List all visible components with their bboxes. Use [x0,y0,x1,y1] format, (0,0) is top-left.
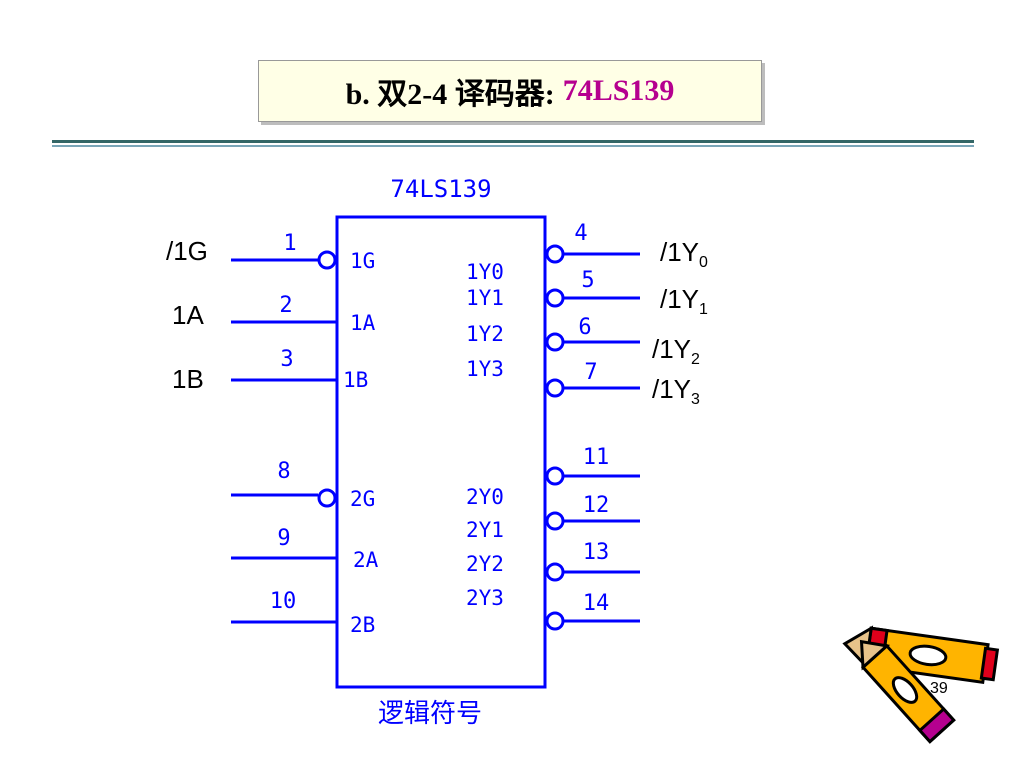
pin-5-inversion-bubble [545,288,565,308]
title-prefix: b. 双2-4 译码器: [345,78,555,111]
pin-10-number: 10 [270,589,297,614]
pin-11-inversion-bubble [545,466,565,486]
pin-7-number: 7 [584,360,597,385]
input-label-2g: 2G [350,487,375,511]
signal-label-1y0: /1Y0 [660,235,708,271]
pin-1-number: 1 [283,231,296,256]
pencil-icon [842,625,1000,744]
signal-label-1y3-base: /1Y [652,374,692,404]
pin-7-inversion-bubble [545,378,565,398]
output-label-1y1: 1Y1 [466,286,504,310]
pin-8-number: 8 [277,459,290,484]
diagram-caption: 逻辑符号 [378,699,482,729]
pin-5-number: 5 [581,268,594,293]
input-label-2b: 2B [350,613,375,637]
signal-label-1y2: /1Y2 [652,332,700,368]
page-number: 39 [930,680,948,697]
chip-name: 74LS139 [390,175,491,203]
pin-2-number: 2 [279,293,292,318]
input-label-1a: 1A [350,311,376,335]
pin-6-inversion-bubble [545,332,565,352]
pin-9-number: 9 [277,526,290,551]
signal-label-1y3: /1Y3 [652,372,700,408]
signal-label-1y1-base: /1Y [660,284,700,314]
signal-label-1y1-sub: 1 [699,301,708,318]
slide-title: b. 双2-4 译码器: 74LS139 [258,60,762,122]
input-label-1b: 1B [343,368,368,392]
output-label-2y2: 2Y2 [466,552,504,576]
pin-8-inversion-bubble [317,488,337,508]
pin-13-inversion-bubble [545,562,565,582]
pin-14-inversion-bubble [545,611,565,631]
output-label-2y3: 2Y3 [466,586,504,610]
pin-1-inversion-bubble [317,250,337,270]
chip-body [335,215,547,689]
pin-13-number: 13 [583,540,610,565]
pin-11-number: 11 [583,445,610,470]
signal-label-1y0-sub: 0 [699,254,708,271]
signal-label-1y2-base: /1Y [652,334,692,364]
pin-3-number: 3 [280,347,293,372]
output-label-2y1: 2Y1 [466,518,504,542]
output-label-1y3: 1Y3 [466,357,504,381]
signal-label-1b: 1B [172,364,204,394]
signal-label-1y0-base: /1Y [660,237,700,267]
signal-label-1y2-sub: 2 [691,351,700,368]
title-divider-shadow [52,145,974,147]
signal-label-1y1: /1Y1 [660,282,708,318]
input-label-2a: 2A [353,548,379,572]
signal-label-1a: 1A [172,300,204,330]
pin-12-number: 12 [583,493,610,518]
pin-6-number: 6 [578,315,591,340]
pin-14-number: 14 [583,591,610,616]
input-label-1g: 1G [350,249,375,273]
title-chip: 74LS139 [562,74,675,107]
output-label-2y0: 2Y0 [466,485,504,509]
pin-12-inversion-bubble [545,511,565,531]
signal-label-1g: /1G [166,236,208,266]
title-divider [52,140,974,143]
output-label-1y2: 1Y2 [466,322,504,346]
signal-label-1y3-sub: 3 [691,391,700,408]
output-label-1y0: 1Y0 [466,260,504,284]
pin-4-number: 4 [574,221,587,246]
pin-4-inversion-bubble [545,244,565,264]
